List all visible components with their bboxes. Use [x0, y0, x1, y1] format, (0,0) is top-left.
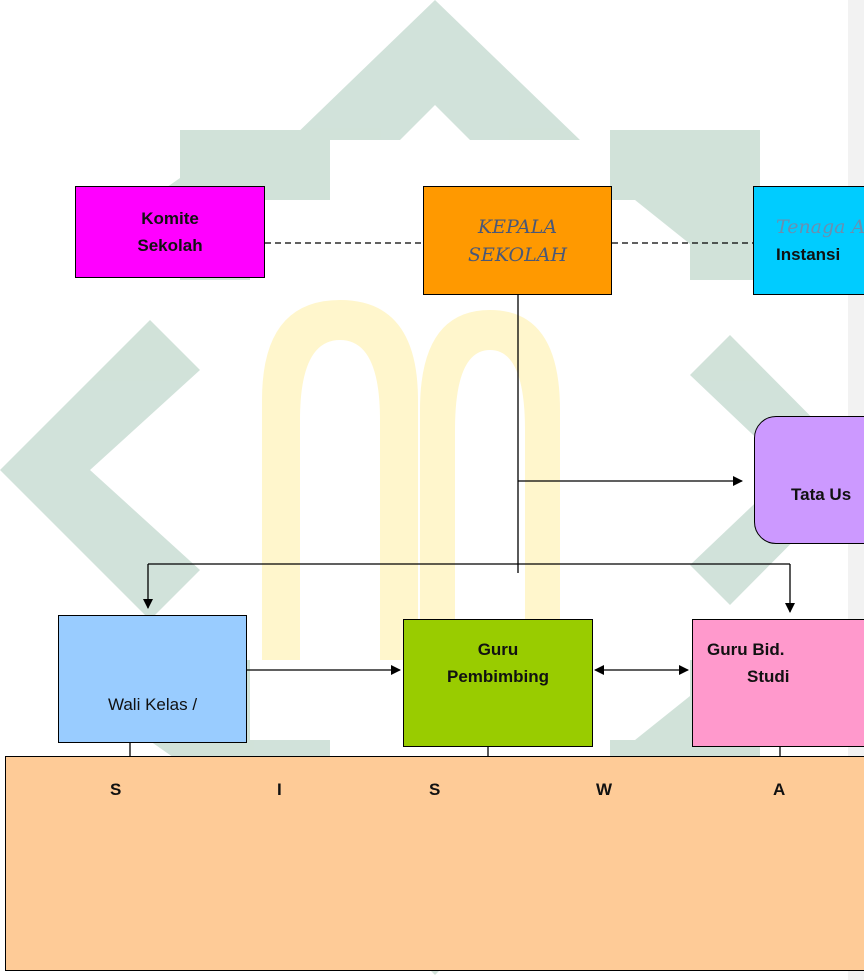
guru-pembimbing-line2: Pembimbing — [446, 667, 549, 686]
komite-line2: Sekolah — [137, 236, 203, 255]
tenaga-line1: Tenaga A — [776, 216, 864, 238]
siswa-letter-3: S — [429, 780, 441, 799]
tata-usaha-label: Tata Us — [791, 484, 852, 504]
kepala-line2: SEKOLAH — [467, 243, 568, 266]
tenaga-line2: Instansi — [776, 245, 841, 264]
node-tata-usaha: Tata Us — [754, 416, 864, 544]
node-wali-kelas: Wali Kelas / — [58, 615, 247, 743]
node-komite-sekolah: Komite Sekolah — [75, 186, 265, 278]
kepala-line1: KEPALA — [477, 215, 558, 238]
siswa-letter-4: W — [596, 780, 613, 799]
guru-bid-studi-line2: Studi — [747, 667, 790, 686]
siswa-letter-5: A — [773, 780, 786, 799]
siswa-letter-2: I — [277, 780, 282, 799]
komite-line1: Komite — [141, 209, 199, 228]
siswa-letter-1: S — [110, 780, 122, 799]
node-siswa: S I S W A — [5, 756, 864, 971]
node-kepala-sekolah: KEPALA SEKOLAH — [423, 186, 612, 295]
guru-pembimbing-line1: Guru — [477, 640, 519, 659]
wali-kelas-label: Wali Kelas / — [107, 694, 198, 714]
guru-bid-studi-line1: Guru Bid. — [707, 640, 785, 659]
node-tenaga-instansi: Tenaga A Instansi — [753, 186, 864, 295]
node-guru-pembimbing: Guru Pembimbing — [403, 619, 593, 747]
node-guru-bid-studi: Guru Bid. Studi — [692, 619, 864, 747]
